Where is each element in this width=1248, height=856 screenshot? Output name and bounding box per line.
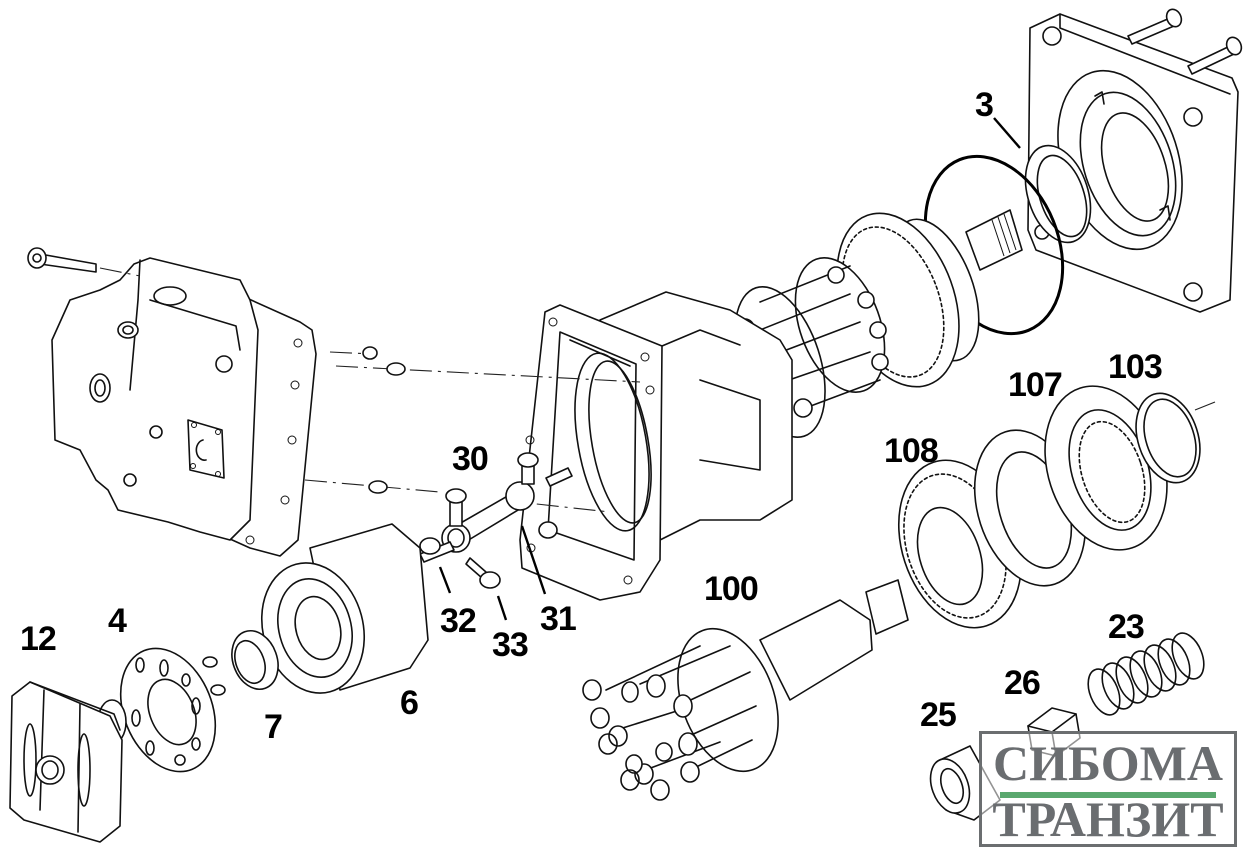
part-label-31: 31 xyxy=(540,600,577,638)
valve-plate xyxy=(119,647,217,773)
rear-flange xyxy=(1024,8,1243,313)
part-label-26: 26 xyxy=(1004,664,1041,702)
part-label-6: 6 xyxy=(400,684,419,722)
pin-shaft-assembly xyxy=(419,452,573,621)
part-label-107: 107 xyxy=(1008,366,1063,404)
control-block xyxy=(27,247,317,557)
company-logo: СИБОМА ТРАНЗИТ xyxy=(979,731,1237,847)
part-label-100: 100 xyxy=(704,570,759,608)
bolt-icon xyxy=(27,247,97,273)
drive-shaft-pistons xyxy=(582,579,909,801)
shaft-bearing-assembly xyxy=(734,209,1023,439)
retaining-ring xyxy=(1135,392,1201,484)
part-label-7: 7 xyxy=(264,708,283,746)
logo-divider-bar xyxy=(1000,792,1216,798)
leader-line xyxy=(993,117,1021,149)
part-label-23: 23 xyxy=(1108,608,1145,646)
spring xyxy=(1087,632,1205,716)
alignment-lines xyxy=(99,267,1216,513)
part-label-30: 30 xyxy=(452,440,489,478)
cylinder-block xyxy=(260,523,429,694)
part-label-4: 4 xyxy=(108,602,127,640)
logo-line-1: СИБОМА xyxy=(993,735,1223,791)
bolt-icon xyxy=(1127,8,1183,45)
motor-housing xyxy=(519,291,793,601)
dowel-pin xyxy=(362,346,406,494)
part-label-32: 32 xyxy=(440,602,477,640)
part-label-103: 103 xyxy=(1108,348,1163,386)
part-label-3: 3 xyxy=(975,86,994,124)
needle-bearing xyxy=(202,630,279,696)
part-label-108: 108 xyxy=(884,432,939,470)
port-plate xyxy=(9,681,127,843)
part-label-25: 25 xyxy=(920,696,957,734)
part-label-12: 12 xyxy=(20,620,57,658)
logo-line-2: ТРАНЗИТ xyxy=(992,791,1224,847)
part-label-33: 33 xyxy=(492,626,529,664)
bolt-icon xyxy=(1187,36,1243,75)
